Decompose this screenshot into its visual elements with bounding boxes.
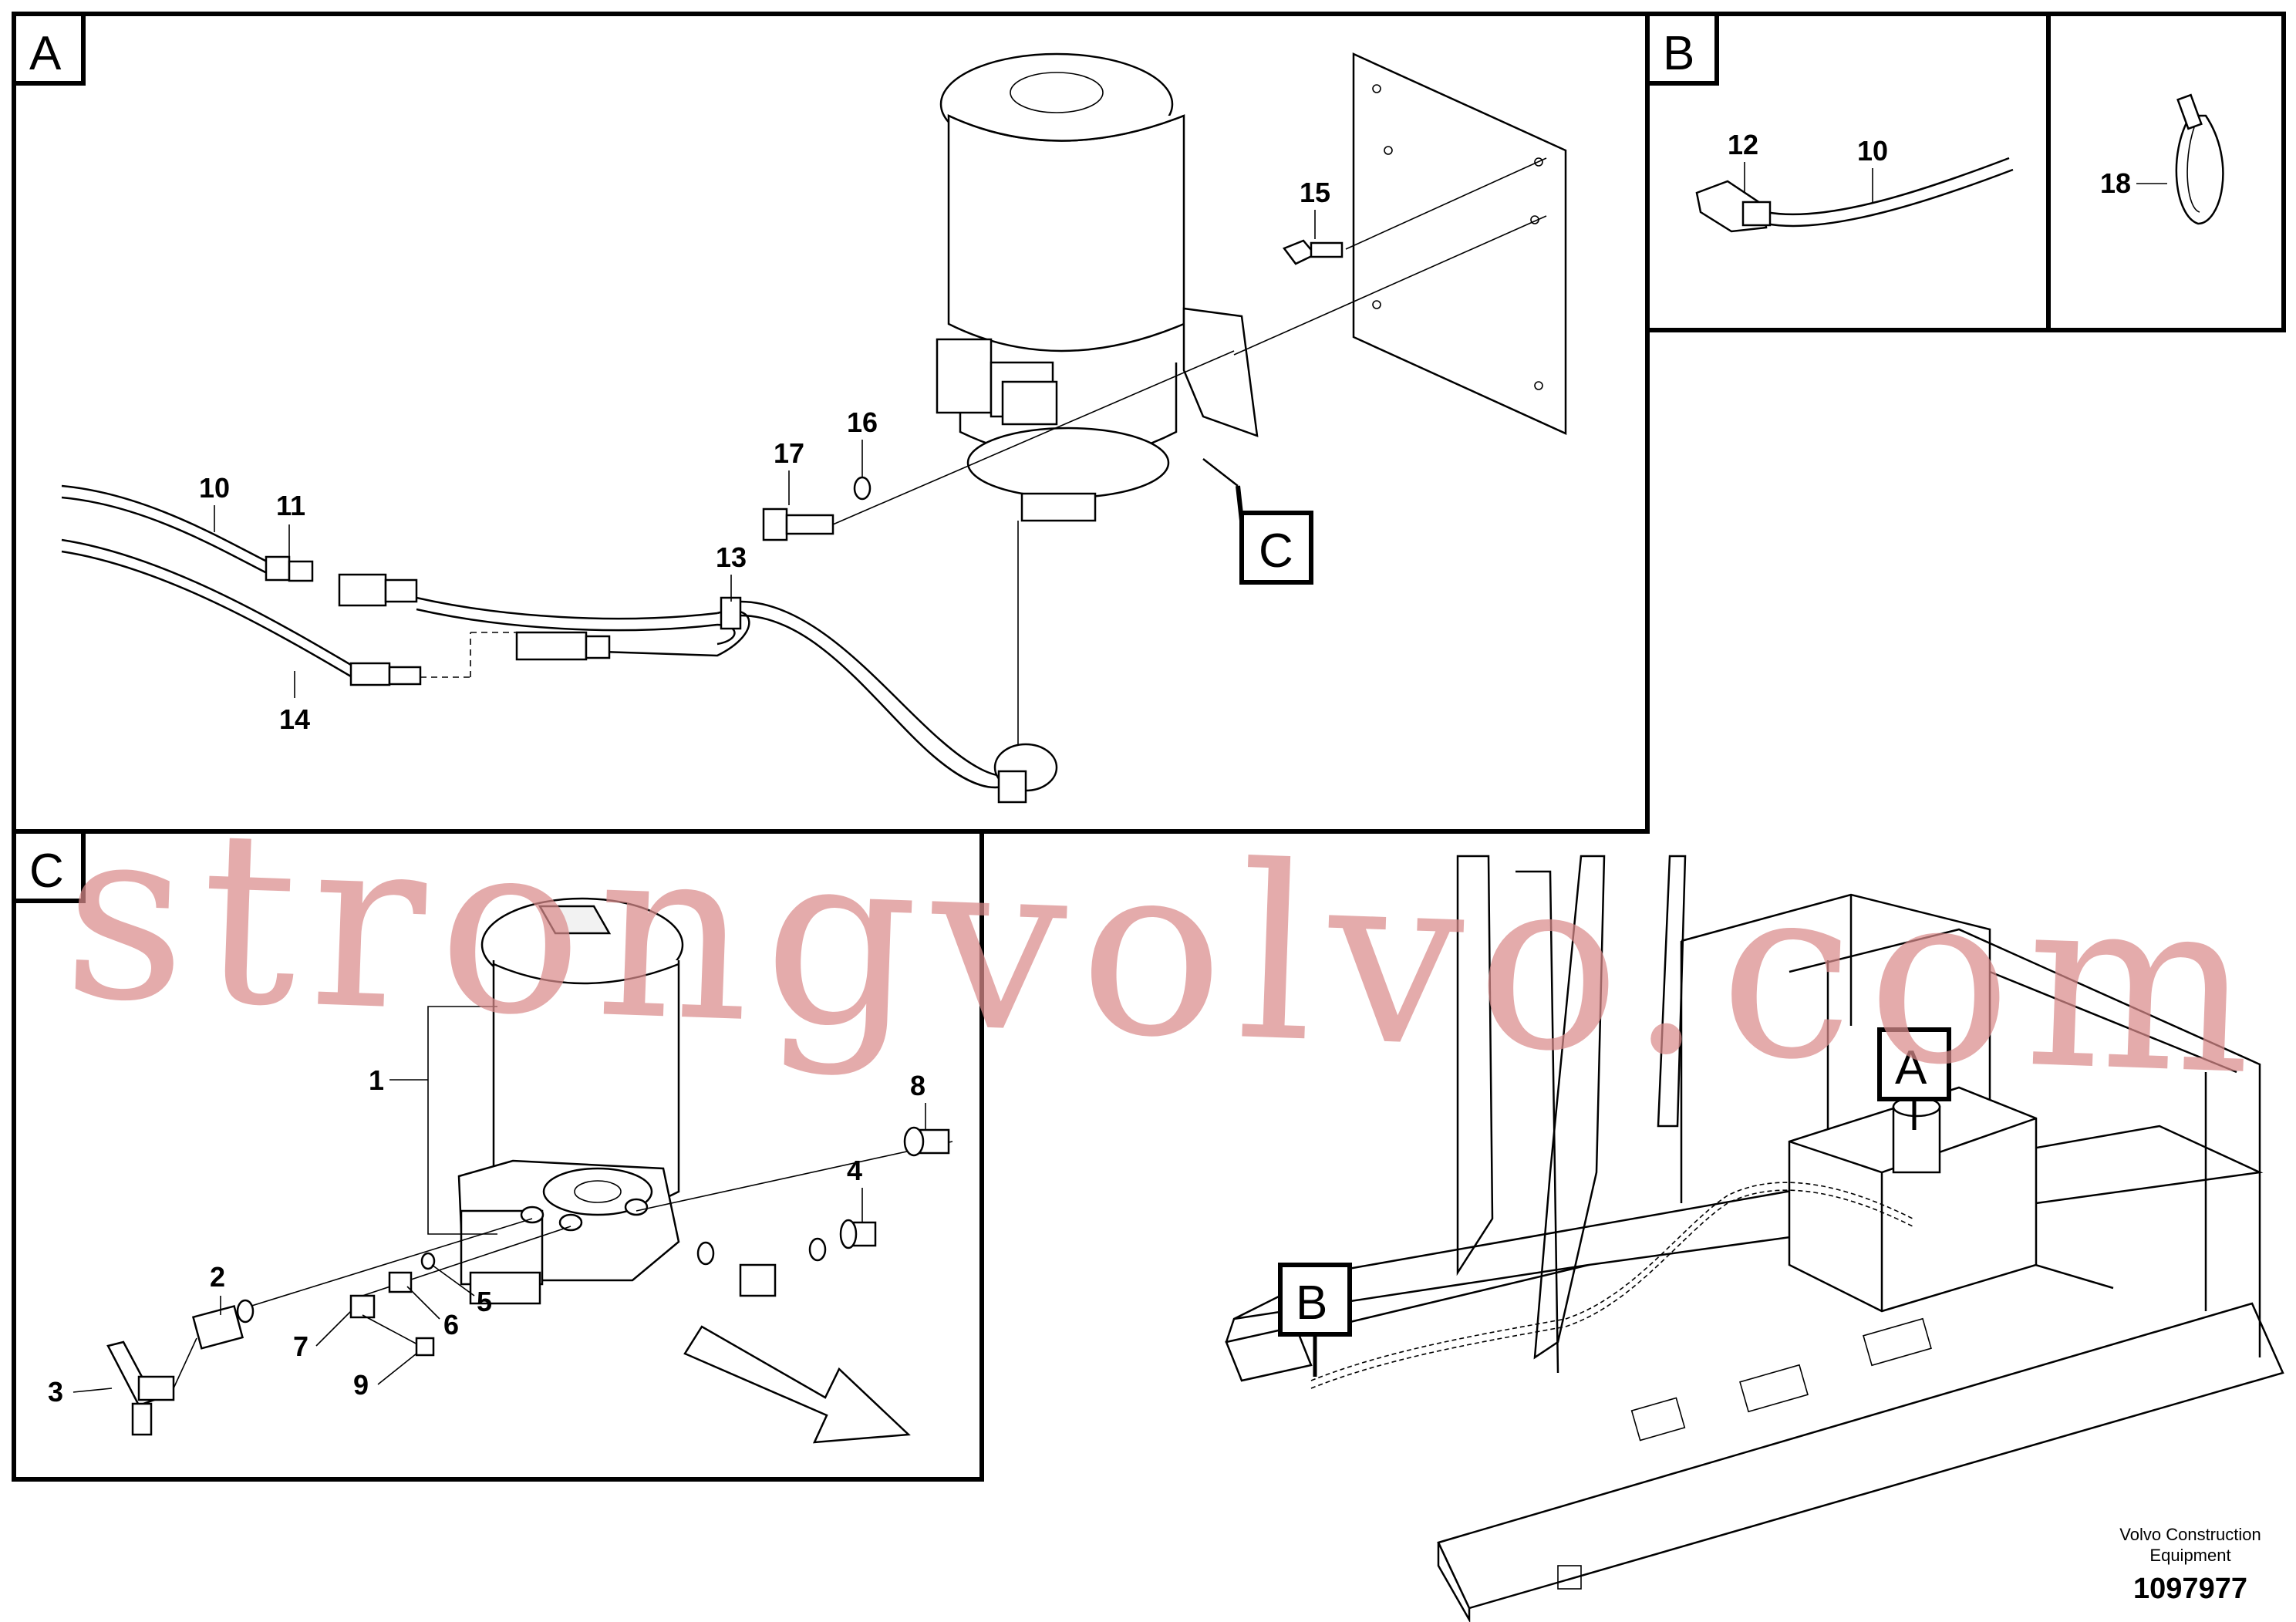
callout-13: 13 [716,541,747,573]
pump-assembly-detail [457,897,684,1305]
panel-18-frame [2046,12,2286,332]
bolt-17 [762,350,1235,541]
panel-b-letter-box [1645,12,1719,86]
callout-10-b: 10 [1857,135,1888,167]
callout-5: 5 [477,1286,492,1317]
overview-marker-a: A [1877,1027,1951,1130]
sensor-4 [839,1219,877,1249]
overview-marker-b: B [1278,1263,1352,1377]
mounting-plate [1352,52,1567,435]
callout-8: 8 [910,1070,925,1101]
callout-4: 4 [847,1155,862,1186]
callout-2: 2 [210,1261,225,1293]
detail-c-reference: C [1202,458,1313,585]
nipple-6 [388,1271,413,1293]
fitting-5 [420,1252,436,1270]
callout-16: 16 [847,406,878,438]
nipple-7 [349,1294,421,1347]
callout-15: 15 [1300,177,1330,208]
panel-b: B 12 10 18 [1645,12,2286,332]
footer-company-line1: Volvo Construction [2119,1525,2261,1544]
footer-company-line2: Equipment [2149,1546,2230,1565]
panel-c-frame [12,829,984,1482]
svg-text:C: C [1259,524,1293,578]
callout-17: 17 [774,437,804,469]
panel-a-letter: A [29,27,62,80]
panel-c-letter: C [29,845,64,898]
cap-9 [415,1337,435,1357]
callout-12: 12 [1728,129,1758,160]
bolt-15 [1233,157,1547,356]
callout-14: 14 [279,703,310,735]
panel-c-letter-box [12,829,86,903]
drawing-number: 1097977 [2133,1573,2247,1605]
direction-arrow [683,1325,911,1444]
cable-tie-18 [2175,93,2224,225]
callout-9: 9 [353,1369,369,1401]
lubrication-pump [936,52,1259,522]
overview-machine [1225,855,2284,1622]
watermark: strongvolvo.com [59,774,2271,1128]
svg-text:A: A [1895,1041,1927,1094]
panel-b-letter: B [1663,27,1694,80]
connector-8 [903,1126,950,1157]
svg-text:B: B [1296,1276,1327,1330]
valve-3 [106,1340,175,1436]
fitting-2 [191,1299,255,1350]
panel-a-letter-box [12,12,86,86]
panel-a: A [12,12,1650,834]
callout-10-a: 10 [199,472,230,504]
callout-7: 7 [293,1330,308,1362]
callout-1: 1 [369,1064,384,1096]
washer-16 [853,476,872,501]
callout-3: 3 [48,1376,63,1408]
panel-c: C 1 [12,829,984,1482]
callout-11: 11 [276,490,305,521]
callout-18: 18 [2100,167,2131,199]
callout-6: 6 [443,1309,459,1340]
hose-routing [61,484,1058,804]
